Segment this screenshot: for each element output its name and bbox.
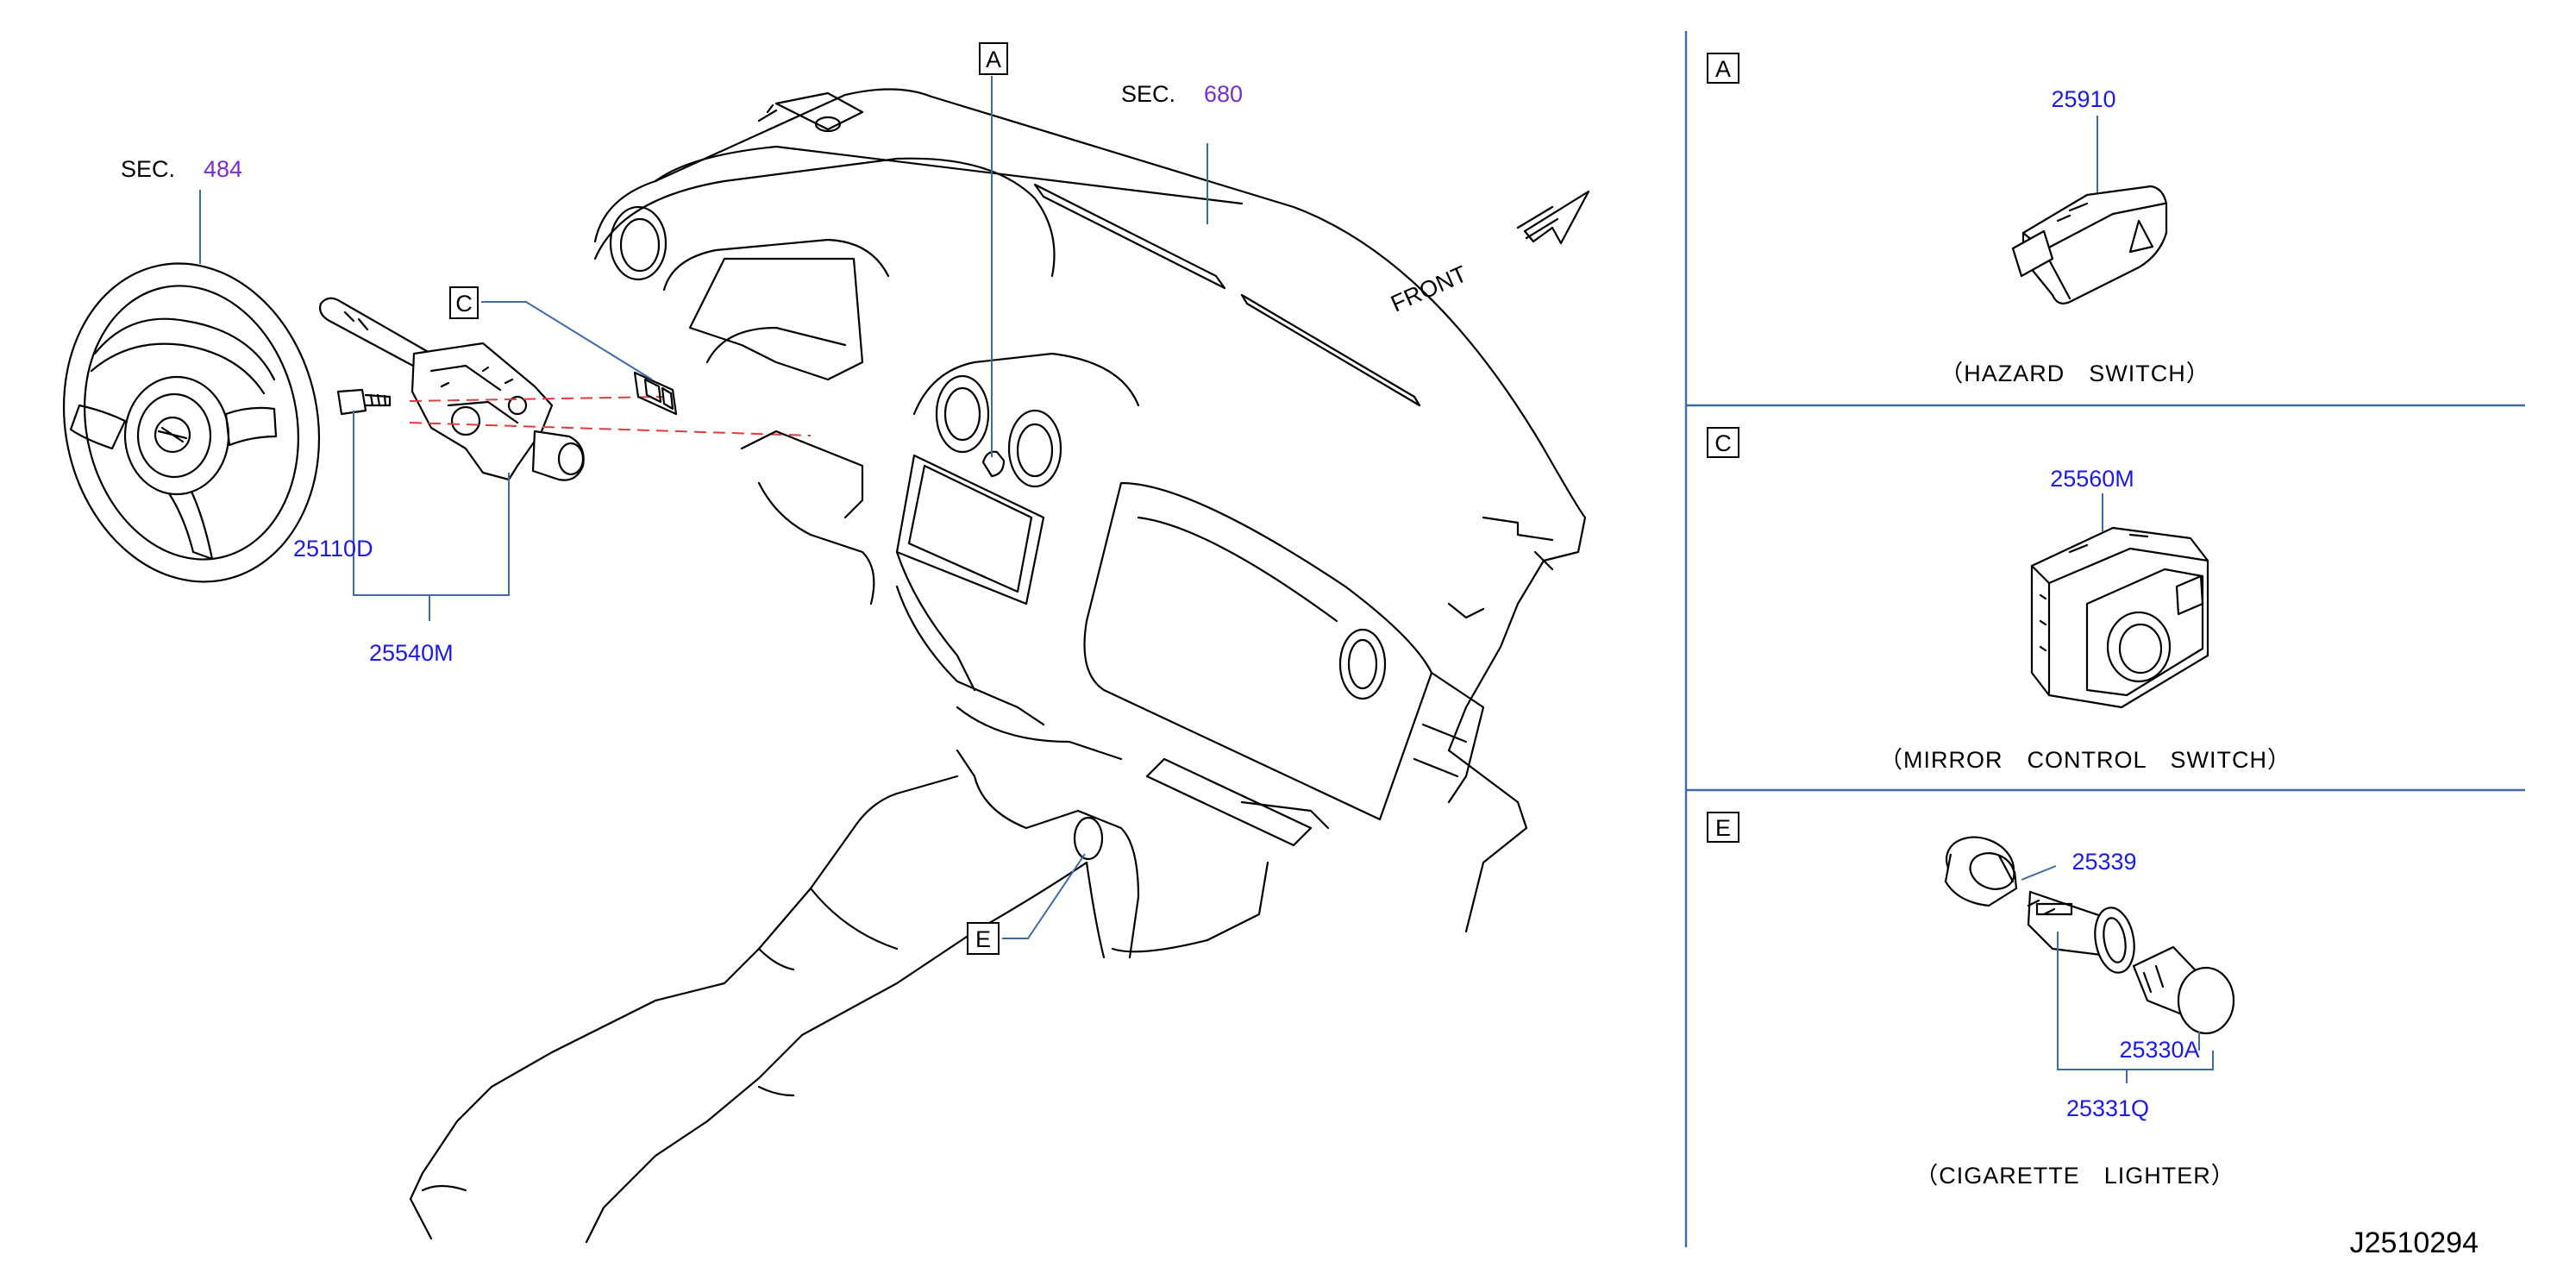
- panel-e: E 25339 25330A 25331Q （CIGARETTE LIGHTER…: [1707, 812, 2235, 1189]
- sec-680-number: 680: [1204, 81, 1243, 107]
- part-25331q: 25331Q: [2066, 1095, 2149, 1121]
- callout-e-letter: E: [975, 926, 991, 952]
- mirror-switch-illustration: [2030, 526, 2209, 709]
- callout-e: E: [967, 922, 1000, 955]
- sec-484-prefix: SEC.: [121, 156, 175, 182]
- alignment-dashed-lines: [409, 396, 812, 436]
- part-25540m: 25540M: [369, 640, 454, 666]
- panel-a-letter: A: [1715, 56, 1731, 82]
- callout-c: C: [449, 286, 479, 319]
- callout-a: A: [979, 42, 1008, 75]
- lighter-plug-illustration: [2132, 945, 2235, 1035]
- part-25910: 25910: [2051, 86, 2115, 112]
- bolt-illustration: [336, 388, 392, 416]
- part-25339: 25339: [2071, 849, 2136, 875]
- steering-wheel-illustration: [62, 262, 321, 583]
- combination-switch-illustration: [319, 297, 585, 481]
- part-25110d: 25110D: [293, 536, 373, 562]
- lighter-ring-illustration: [1944, 836, 2018, 907]
- instrument-panel-illustration: [593, 88, 1587, 933]
- part-25330a: 25330A: [2119, 1037, 2199, 1063]
- lighter-socket-illustration: [2027, 890, 2135, 974]
- panel-c: C 25560M （MIRROR CONTROL SWITCH）: [1707, 427, 2291, 773]
- hazard-switch-illustration: [2011, 185, 2168, 304]
- sec-680-prefix: SEC.: [1121, 81, 1175, 107]
- sec-484-number: 484: [204, 156, 242, 182]
- leader-lines-main: [199, 76, 1208, 939]
- callout-a-letter: A: [986, 47, 1001, 72]
- panel-a: A 25910 （HAZARD SWITCH）: [1707, 53, 2210, 386]
- mirror-switch-marker: [633, 371, 678, 416]
- diagram-code: J2510294: [2350, 1227, 2479, 1259]
- panel-c-letter: C: [1714, 430, 1732, 456]
- caption-mirror-control-switch: （MIRROR CONTROL SWITCH）: [1879, 747, 2291, 773]
- part-25560m: 25560M: [2050, 466, 2134, 492]
- front-arrow-icon: [1516, 190, 1590, 245]
- caption-cigarette-lighter: （CIGARETTE LIGHTER）: [1915, 1163, 2235, 1189]
- caption-hazard-switch: （HAZARD SWITCH）: [1940, 361, 2210, 386]
- center-console-illustration: [409, 749, 1269, 1244]
- panel-e-letter: E: [1715, 815, 1731, 841]
- callout-c-letter: C: [455, 291, 473, 317]
